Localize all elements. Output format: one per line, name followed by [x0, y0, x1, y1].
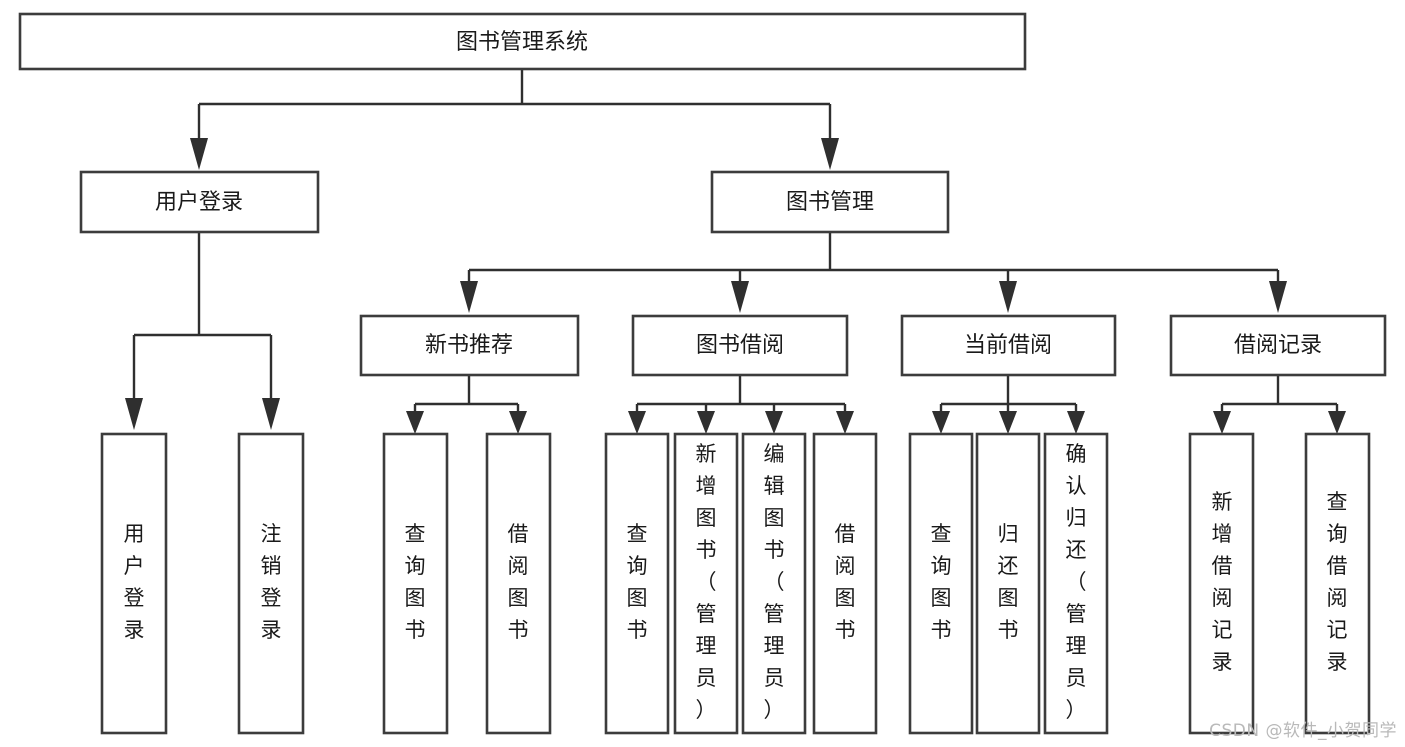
node-box [741, 432, 807, 735]
node-book-manage[interactable]: 图书管理 [710, 170, 950, 234]
node-label: 查询图书 [405, 522, 426, 642]
node-leaf-query-record[interactable]: 查询借阅记录 [1304, 432, 1371, 735]
node-label: 图书管理 [786, 190, 874, 215]
arrow-head-icon [999, 411, 1017, 434]
node-label: 新增图书（管理员） [696, 442, 717, 722]
node-box [382, 432, 449, 735]
node-leaf-return-book[interactable]: 归还图书 [975, 432, 1041, 735]
connector-bookborrow-to-leaves [628, 376, 854, 434]
node-user-login[interactable]: 用户登录 [79, 170, 320, 234]
node-root[interactable]: 图书管理系统 [18, 12, 1027, 71]
node-label: 查询图书 [931, 522, 952, 642]
node-label: 归还图书 [998, 522, 1019, 642]
node-book-borrow[interactable]: 图书借阅 [631, 314, 849, 377]
connector-currentborrow-to-leaves [932, 376, 1085, 434]
node-label: 查询图书 [627, 522, 648, 642]
node-label: 注销登录 [261, 522, 282, 642]
node-box [1043, 432, 1109, 735]
connector-root-to-level2 [190, 69, 839, 170]
node-box [1188, 432, 1255, 735]
node-leaf-add-book[interactable]: 新增图书（管理员） [673, 432, 739, 735]
node-box [908, 432, 974, 735]
arrow-head-icon [765, 411, 783, 434]
arrow-head-icon [932, 411, 950, 434]
node-label: 图书管理系统 [456, 30, 588, 55]
arrow-head-icon [1213, 411, 1231, 434]
node-leaf-user-login[interactable]: 用户登录 [100, 432, 168, 735]
node-box [900, 314, 1117, 377]
arrow-head-icon [1269, 281, 1287, 313]
arrow-head-icon [262, 398, 280, 430]
arrow-head-icon [836, 411, 854, 434]
node-box [1169, 314, 1387, 377]
node-label: 图书借阅 [696, 333, 784, 358]
node-box [1304, 432, 1371, 735]
node-label: 用户登录 [155, 190, 243, 215]
node-leaf-edit-book[interactable]: 编辑图书（管理员） [741, 432, 807, 735]
arrow-head-icon [460, 281, 478, 313]
arrow-head-icon [190, 138, 208, 170]
node-box [812, 432, 878, 735]
node-label: 确认归还（管理员） [1066, 442, 1087, 722]
node-leaf-query-book-3[interactable]: 查询图书 [908, 432, 974, 735]
node-box [673, 432, 739, 735]
node-box [975, 432, 1041, 735]
arrow-head-icon [406, 411, 424, 434]
node-label: 编辑图书（管理员） [764, 442, 785, 722]
connector-newbookrec-to-leaves [406, 376, 527, 434]
node-label: 当前借阅 [964, 333, 1052, 358]
connector-bookmanage-to-level3 [460, 233, 1287, 313]
node-leaf-borrow-book-1[interactable]: 借阅图书 [485, 432, 552, 735]
node-box [100, 432, 168, 735]
node-label: 用户登录 [124, 522, 145, 642]
node-borrow-record[interactable]: 借阅记录 [1169, 314, 1387, 377]
arrow-head-icon [125, 398, 143, 430]
node-leaf-query-book-2[interactable]: 查询图书 [604, 432, 670, 735]
arrow-head-icon [1328, 411, 1346, 434]
node-current-borrow[interactable]: 当前借阅 [900, 314, 1117, 377]
node-label: 借阅记录 [1234, 333, 1322, 358]
arrow-head-icon [509, 411, 527, 434]
node-label: 新书推荐 [425, 333, 513, 358]
node-label: 查询借阅记录 [1327, 490, 1348, 674]
node-box [79, 170, 320, 234]
arrow-head-icon [999, 281, 1017, 313]
node-box [631, 314, 849, 377]
node-leaf-confirm-return[interactable]: 确认归还（管理员） [1043, 432, 1109, 735]
node-leaf-logout[interactable]: 注销登录 [237, 432, 305, 735]
arrow-head-icon [1067, 411, 1085, 434]
node-label: 借阅图书 [508, 522, 529, 642]
arrow-head-icon [731, 281, 749, 313]
node-box [604, 432, 670, 735]
node-leaf-query-book-1[interactable]: 查询图书 [382, 432, 449, 735]
arrow-head-icon [697, 411, 715, 434]
arrow-head-icon [628, 411, 646, 434]
node-box [710, 170, 950, 234]
arrow-head-icon [821, 138, 839, 170]
node-leaf-add-record[interactable]: 新增借阅记录 [1188, 432, 1255, 735]
node-box [359, 314, 580, 377]
connector-userlogin-to-leaves [125, 233, 280, 430]
node-label: 借阅图书 [835, 522, 856, 642]
node-box [18, 12, 1027, 71]
node-new-book-rec[interactable]: 新书推荐 [359, 314, 580, 377]
node-leaf-borrow-book-2[interactable]: 借阅图书 [812, 432, 878, 735]
node-box [485, 432, 552, 735]
connector-borrowrecord-to-leaves [1213, 376, 1346, 434]
node-box [237, 432, 305, 735]
node-label: 新增借阅记录 [1212, 490, 1233, 674]
